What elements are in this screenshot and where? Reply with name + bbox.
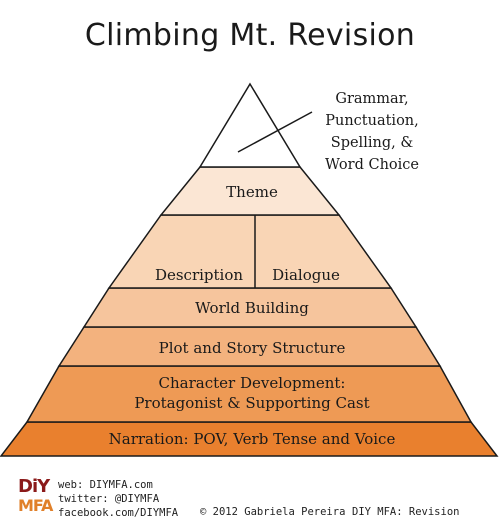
- web-link[interactable]: web: DIYMFA.com: [58, 479, 153, 491]
- diymfa-logo: DiY MFA: [18, 476, 53, 516]
- callout-line: Punctuation,: [325, 113, 419, 129]
- logo-top-text: DiY: [18, 476, 50, 497]
- description-label: Description: [155, 266, 243, 284]
- callout-line: Spelling, &: [330, 135, 414, 151]
- world-building-label: World Building: [195, 299, 309, 317]
- narration-label: Narration: POV, Verb Tense and Voice: [109, 430, 396, 448]
- footer: DiY MFA web: DIYMFA.com twitter: @DIYMFA…: [0, 472, 500, 526]
- character-label-line2: Protagonist & Supporting Cast: [134, 394, 369, 412]
- plot-structure-label: Plot and Story Structure: [159, 339, 346, 357]
- page-title: Climbing Mt. Revision: [84, 18, 416, 53]
- facebook-link[interactable]: facebook.com/DIYMFA: [58, 507, 179, 519]
- layer-description-dialogue: [107, 214, 393, 289]
- character-label-line1: Character Development:: [159, 374, 346, 392]
- dialogue-label: Dialogue: [272, 266, 340, 284]
- callout-text: Grammar, Punctuation, Spelling, & Word C…: [310, 88, 434, 176]
- callout-line: Word Choice: [325, 157, 419, 173]
- logo-bottom-text: MFA: [18, 496, 53, 515]
- twitter-link[interactable]: twitter: @DIYMFA: [58, 493, 160, 505]
- callout-pointer-line: [237, 111, 313, 153]
- theme-label: Theme: [226, 183, 278, 201]
- layer-top: [198, 82, 302, 168]
- series-text: DIY MFA: Revision: [352, 506, 460, 518]
- revision-pyramid: Theme Description Dialogue World Buildin…: [0, 82, 499, 457]
- contact-info: web: DIYMFA.com twitter: @DIYMFA faceboo…: [58, 478, 178, 520]
- copyright-text: © 2012 Gabriela Pereira: [200, 506, 346, 518]
- callout-line: Grammar,: [335, 91, 409, 107]
